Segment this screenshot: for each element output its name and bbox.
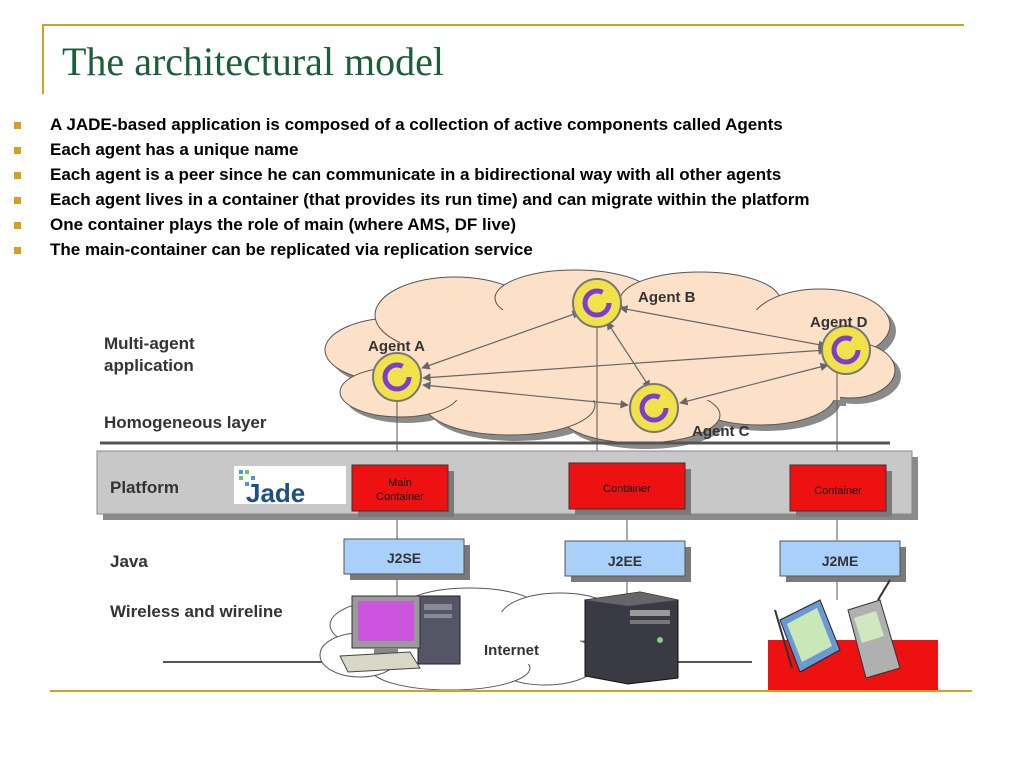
agent-c-label: Agent C — [692, 423, 750, 440]
agent-c-icon — [629, 383, 679, 433]
j2se-label: J2SE — [387, 550, 421, 566]
bullet-square-icon — [14, 197, 21, 204]
bullet-text: Each agent lives in a container (that pr… — [50, 190, 810, 209]
agent-b-label: Agent B — [638, 289, 696, 306]
container-2-label: Container — [603, 483, 651, 495]
bullet-text: The main-container can be replicated via… — [50, 240, 533, 259]
pda-icon — [774, 599, 841, 673]
agent-connections — [421, 305, 829, 409]
j2me-label: J2ME — [822, 553, 859, 569]
agent-a-label: Agent A — [368, 338, 425, 355]
platform-band — [96, 450, 913, 515]
container-2-box — [568, 462, 686, 510]
homogeneous-layer-label: Homogeneous layer — [104, 413, 267, 432]
j2se-box — [343, 538, 465, 575]
frame-top-rule — [42, 24, 964, 26]
container-3-box — [789, 464, 887, 512]
bullet-item: One container plays the role of main (wh… — [14, 214, 809, 239]
agent-a-icon — [372, 352, 422, 402]
wireless-layer-label: Wireless and wireline — [110, 602, 283, 621]
application-label: application — [104, 356, 194, 375]
j2ee-box — [564, 540, 686, 577]
bullet-text: Each agent is a peer since he can commun… — [50, 165, 782, 184]
mobile-phone-icon — [847, 579, 901, 679]
desktop-computer-icon — [339, 595, 461, 673]
agent-b-icon — [572, 278, 622, 328]
bullet-text: One container plays the role of main (wh… — [50, 215, 517, 234]
agent-d-label: Agent D — [810, 314, 868, 331]
server-icon — [584, 591, 679, 685]
bullet-item: The main-container can be replicated via… — [14, 239, 809, 264]
j2me-box — [779, 540, 901, 577]
bullet-square-icon — [14, 172, 21, 179]
agent-d-icon — [821, 325, 871, 375]
jade-logo-text: Jade — [246, 478, 305, 508]
slide-title: The architectural model — [62, 39, 445, 84]
platform-label: Platform — [110, 478, 179, 497]
java-layer-label: Java — [110, 552, 148, 571]
main-container-box — [351, 464, 449, 512]
main-container-label-line2: Container — [376, 491, 424, 503]
bullet-square-icon — [14, 247, 21, 254]
container-3-label: Container — [814, 485, 862, 497]
bullet-item: Each agent is a peer since he can commun… — [14, 164, 809, 189]
bullet-item: Each agent lives in a container (that pr… — [14, 189, 809, 214]
main-container-label-line1: Main — [388, 477, 412, 489]
j2ee-label: J2EE — [608, 553, 642, 569]
internet-label: Internet — [484, 642, 539, 659]
frame-bottom-rule — [50, 690, 972, 692]
bullet-text: Each agent has a unique name — [50, 140, 299, 159]
frame-left-rule — [42, 24, 44, 94]
bullet-text: A JADE-based application is composed of … — [50, 115, 783, 134]
bullet-square-icon — [14, 122, 21, 129]
bullet-square-icon — [14, 147, 21, 154]
jade-logo: Jade — [234, 466, 346, 508]
bullet-item: A JADE-based application is composed of … — [14, 114, 809, 139]
bullet-item: Each agent has a unique name — [14, 139, 809, 164]
bullet-square-icon — [14, 222, 21, 229]
bullet-list: A JADE-based application is composed of … — [14, 114, 809, 264]
multi-agent-label: Multi-agent — [104, 334, 195, 353]
